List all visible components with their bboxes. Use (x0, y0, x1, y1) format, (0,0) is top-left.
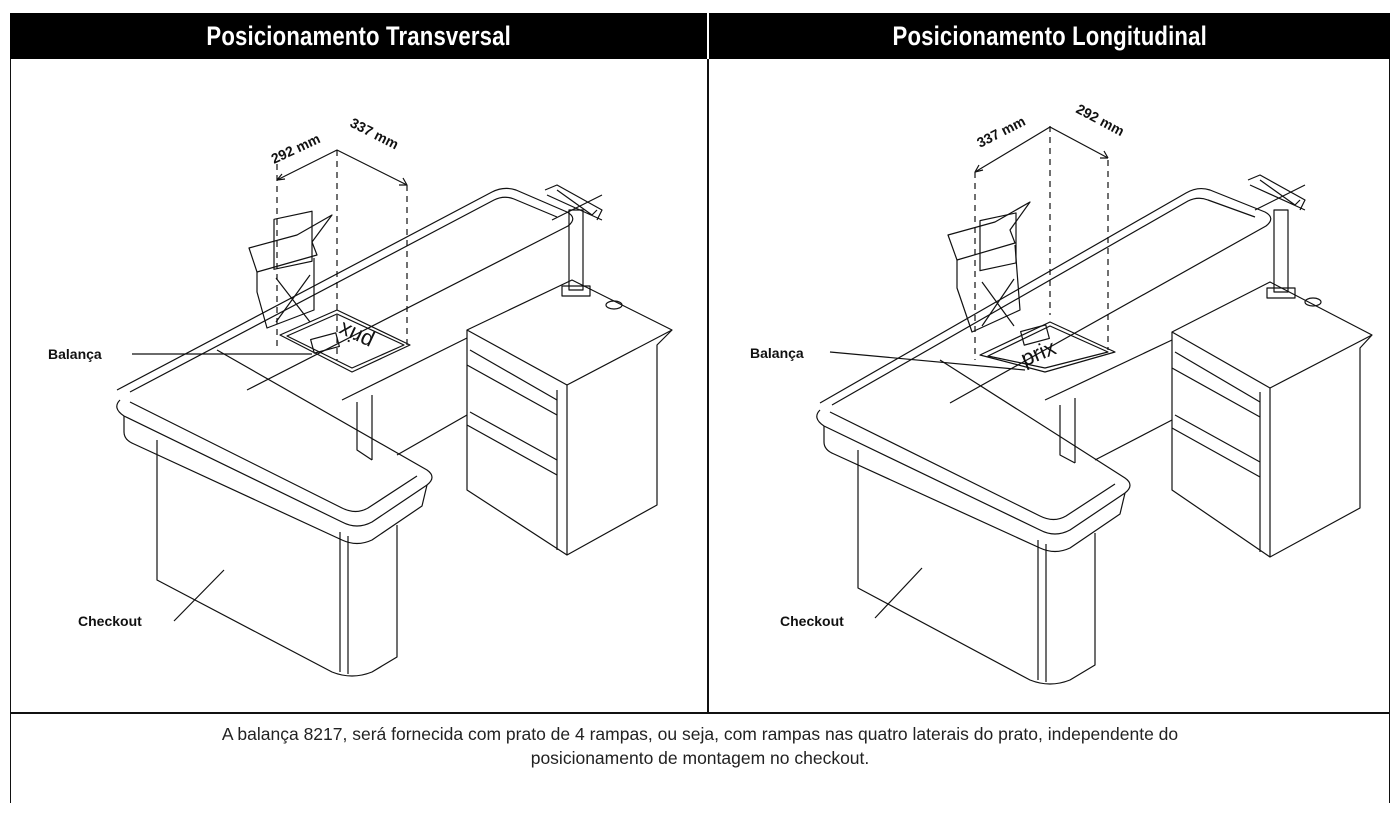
scale-display (947, 201, 1031, 261)
cabinet-front (566, 329, 673, 556)
header-transversal: Posicionamento Transversal (10, 13, 707, 59)
brand-logo: prix (334, 317, 377, 355)
leader-checkout (874, 567, 923, 619)
counter-middle (341, 337, 468, 401)
footer-line-1: A balança 8217, será fornecida com prato… (221, 724, 1179, 744)
panel-longitudinal: 337 mm 292 mm prix Balança Checkout (710, 60, 1388, 712)
horizontal-divider (10, 712, 1390, 714)
front-top-outline (816, 359, 1131, 535)
footer-line-2: posicionamento de montagem no checkout. (530, 748, 870, 768)
pole-cross (1249, 179, 1306, 211)
cabinet-side (1171, 332, 1271, 558)
scale-plate (979, 321, 1116, 373)
checkout-drawing-transversal: 292 mm 337 mm prix Balança Checkout (48, 114, 673, 677)
label-balanca: Balança (750, 345, 804, 361)
dim-label-b: 337 mm (348, 114, 402, 152)
checkout-drawing-longitudinal: 337 mm 292 mm prix Balança Checkout (750, 101, 1373, 685)
pole (568, 209, 584, 291)
vertical-divider (707, 59, 709, 713)
counter-top-outline (116, 187, 574, 391)
panel-transversal: 292 mm 337 mm prix Balança Checkout (12, 60, 706, 712)
front-top-edge (823, 426, 1126, 553)
label-checkout: Checkout (780, 613, 844, 629)
scale-plate (279, 309, 411, 373)
front-top-outline (116, 349, 433, 527)
counter-middle (1044, 339, 1173, 401)
header-transversal-title: Posicionamento Transversal (206, 20, 511, 51)
cabinet-side (466, 330, 568, 556)
pole-cross (546, 189, 603, 221)
label-checkout: Checkout (78, 613, 142, 629)
dim-label-b: 292 mm (1074, 101, 1128, 140)
footer-note: A balança 8217, será fornecida com prato… (12, 722, 1388, 770)
checkout-body (857, 450, 1096, 685)
leader-balanca (829, 351, 1026, 371)
counter-top-inner (831, 197, 1256, 406)
counter-top-inner (129, 196, 558, 393)
front-top-inner (129, 401, 418, 513)
pole (1273, 209, 1289, 293)
counter-top-outline (819, 187, 1272, 404)
leader-checkout (173, 569, 225, 622)
scale-display (248, 214, 333, 273)
outer-frame (10, 13, 1390, 803)
header-longitudinal-title: Posicionamento Longitudinal (892, 20, 1207, 51)
header-longitudinal: Posicionamento Longitudinal (709, 13, 1390, 59)
checkout-body (156, 440, 398, 677)
front-top-inner (829, 411, 1116, 521)
front-top-edge (123, 416, 428, 545)
label-balanca: Balança (48, 346, 102, 362)
cabinet-front (1269, 334, 1373, 558)
